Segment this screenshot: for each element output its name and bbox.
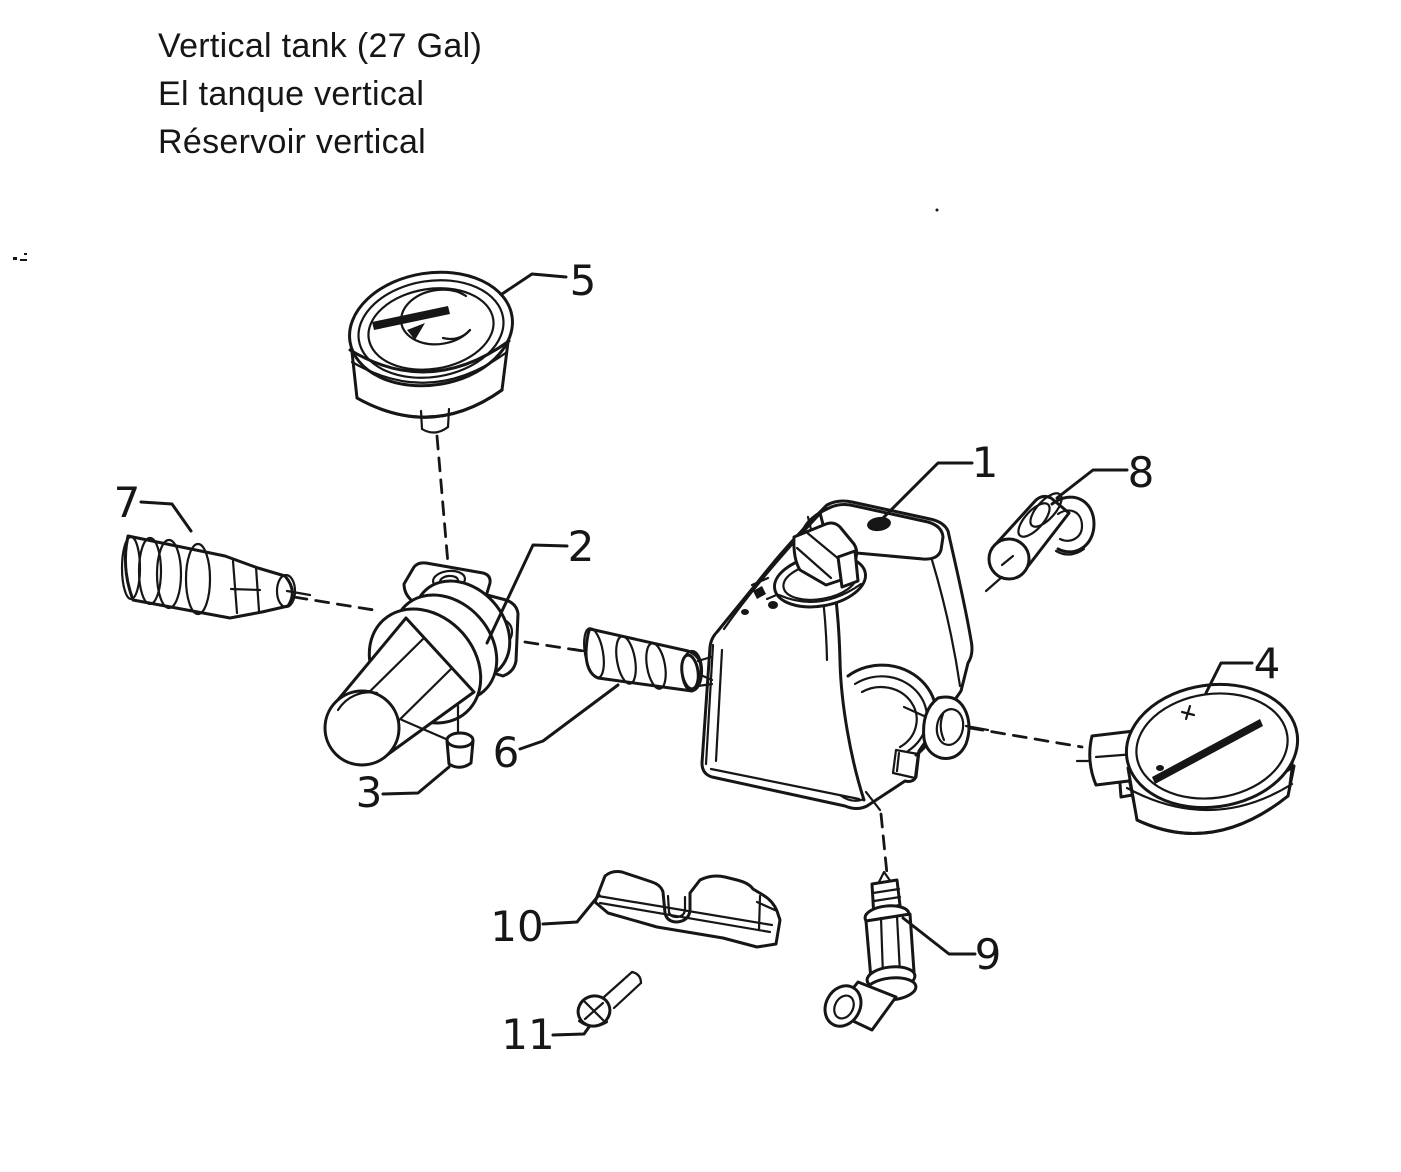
gauge-needle xyxy=(1152,719,1263,784)
callout-2-label: 2 xyxy=(568,522,595,571)
assembly-dashed-lines xyxy=(292,434,1084,876)
part-8-elbow-fitting-drawing xyxy=(984,492,1096,593)
part-9-elbow-valve-drawing xyxy=(823,870,918,1032)
callout-7-label: 7 xyxy=(114,478,141,527)
leader-11 xyxy=(551,1025,591,1037)
part-11-screw-drawing xyxy=(576,970,643,1028)
diagram-title-line-en: Vertical tank (27 Gal) xyxy=(158,27,483,65)
part-7-coupler-drawing xyxy=(120,534,312,620)
callout-3-label: 3 xyxy=(356,768,383,817)
callout-leader-lines xyxy=(139,272,1254,1037)
diagram-title-line-es: El tanque vertical xyxy=(158,75,425,113)
part-4-gauge-drawing xyxy=(1075,682,1300,835)
scan-artifacts xyxy=(13,208,939,261)
leader-6 xyxy=(518,683,620,751)
callout-10-label: 10 xyxy=(490,902,543,951)
leader-1 xyxy=(877,461,974,524)
diagram-title-block: Vertical tank (27 Gal) El tanque vertica… xyxy=(158,22,482,166)
leader-9 xyxy=(901,916,977,956)
diagram-title-line-fr: Réservoir vertical xyxy=(158,123,427,161)
leader-2 xyxy=(485,543,569,645)
callout-5-label: 5 xyxy=(570,256,597,305)
callout-1-label: 1 xyxy=(972,438,999,487)
part-2-regulator-drawing xyxy=(323,561,520,767)
callout-4-label: 4 xyxy=(1254,639,1281,688)
leader-7 xyxy=(139,500,193,533)
leader-5 xyxy=(500,272,568,296)
gauge-needle xyxy=(372,306,450,330)
callout-9-label: 9 xyxy=(975,930,1002,979)
part-10-bracket-drawing xyxy=(593,870,782,949)
callout-11-label: 11 xyxy=(501,1010,554,1059)
leader-4 xyxy=(1204,661,1254,695)
leader-8 xyxy=(1055,468,1129,500)
leader-10 xyxy=(541,893,601,926)
callout-6-label: 6 xyxy=(493,728,520,777)
part-6-sleeve-drawing xyxy=(571,627,704,693)
part-3-cap-drawing xyxy=(445,731,475,769)
part-1-pressure-switch-drawing xyxy=(680,499,990,812)
part-5-gauge-drawing xyxy=(348,270,514,434)
callout-8-label: 8 xyxy=(1128,448,1155,497)
leader-3 xyxy=(381,765,451,796)
